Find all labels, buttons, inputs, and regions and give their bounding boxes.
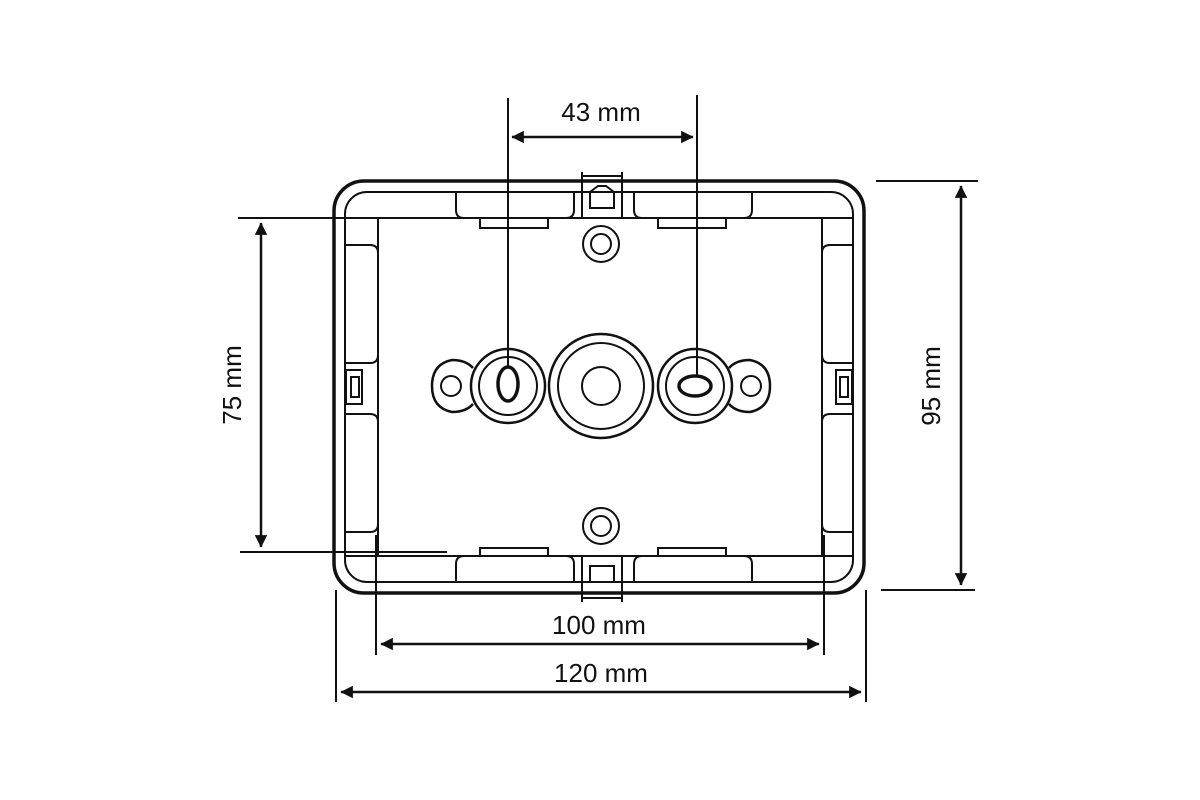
center-knockout: [547, 332, 655, 440]
left-knockout-tabs: [345, 244, 379, 533]
dimension-outer-height: 95 mm: [876, 180, 978, 591]
box-outline: [332, 179, 866, 595]
dimension-outer-width: 120 mm: [335, 590, 867, 702]
label-outer-width: 120 mm: [554, 658, 648, 688]
box-inner-walls: [345, 217, 853, 557]
label-outer-height: 95 mm: [916, 346, 946, 425]
label-inner-height: 75 mm: [217, 345, 247, 424]
right-mounting-boss: [656, 347, 772, 425]
dimension-inner-width: 100 mm: [375, 535, 825, 655]
dimension-hole-spacing: 43 mm: [507, 95, 698, 375]
dimension-inner-height: 75 mm: [217, 217, 447, 553]
right-knockout-tabs: [821, 244, 853, 533]
top-knockout-tabs: [455, 172, 753, 229]
label-hole-spacing: 43 mm: [561, 97, 640, 127]
bottom-knockout-tabs: [455, 547, 753, 602]
screw-hole-bottom: [582, 507, 620, 545]
left-mounting-boss: [430, 347, 547, 425]
label-inner-width: 100 mm: [552, 610, 646, 640]
screw-hole-top: [582, 225, 620, 263]
